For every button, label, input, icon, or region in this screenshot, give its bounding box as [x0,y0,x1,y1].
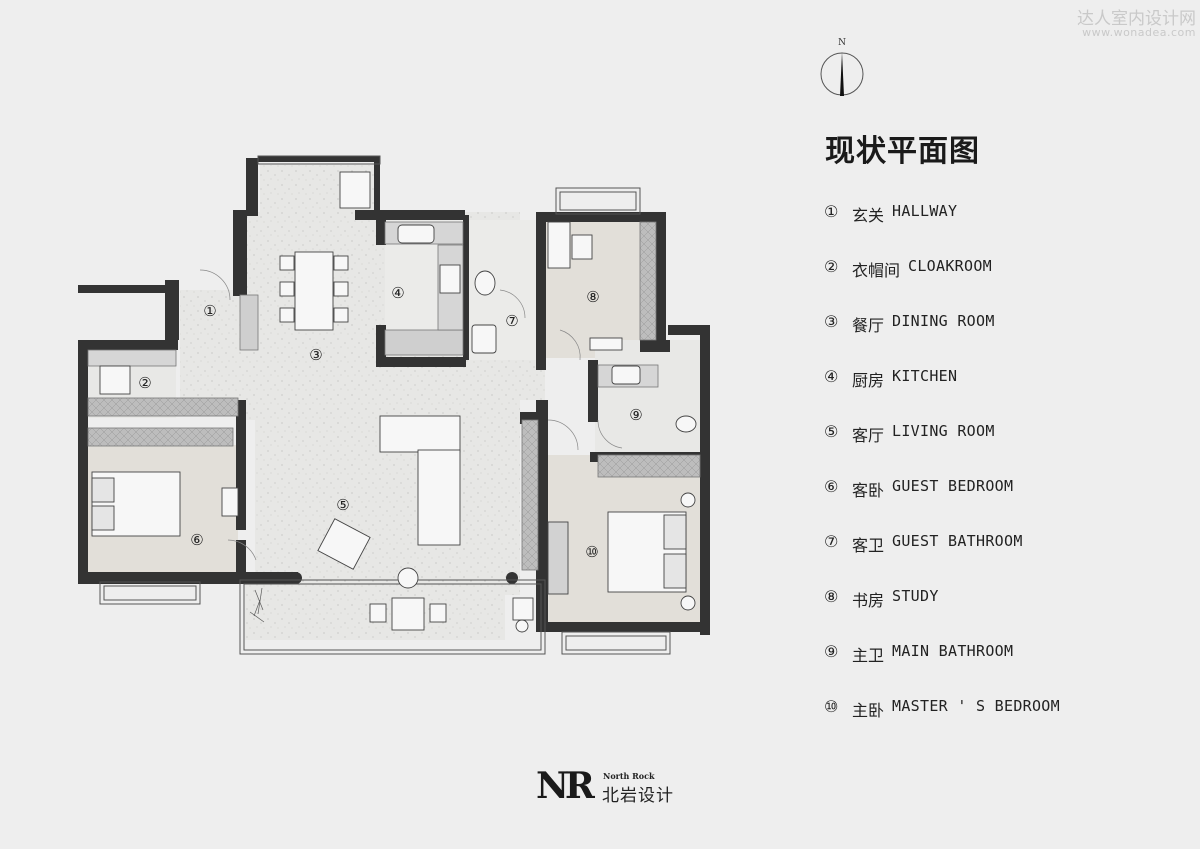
marker-9: ⑨ [629,406,642,424]
legend-number: ⑦ [824,532,839,551]
armchair [317,518,371,570]
north-compass [820,52,864,96]
legend-en: DINING ROOM [892,312,995,330]
legend-item: ⑩ 主卧 MASTER ' S BEDROOM [824,697,1060,752]
cabinets [87,221,701,571]
brand-logo: NR [536,765,595,807]
legend-cn: 厨房 [852,371,885,390]
legend-en: STUDY [892,587,939,605]
legend-en: KITCHEN [892,367,958,385]
marker-5: ⑤ [336,496,349,514]
windows [99,155,671,655]
legend-cn: 客厅 [852,426,885,445]
legend-number: ④ [824,367,839,386]
legend-cn: 客卫 [852,536,885,555]
legend-cn: 书房 [852,591,885,610]
legend-cn: 餐厅 [852,316,885,335]
legend-number: ⑨ [824,642,839,661]
dining-table [294,251,334,331]
guest-toilet [474,270,496,296]
marker-7: ⑦ [505,312,518,330]
legend-item: ⑧ 书房 STUDY [824,587,1060,642]
legend-number: ⑥ [824,477,839,496]
legend-en: HALLWAY [892,202,958,220]
legend-cn: 衣帽间 [852,261,901,280]
legend-cn: 主卫 [852,646,885,665]
page-title: 现状平面图 [825,134,980,169]
legend-item: ② 衣帽间 CLOAKROOM [824,257,1060,312]
legend-item: ③ 餐厅 DINING ROOM [824,312,1060,367]
legend-item: ⑨ 主卫 MAIN BATHROOM [824,642,1060,697]
legend-en: GUEST BEDROOM [892,477,1014,495]
main-toilet [675,415,697,433]
legend-number: ① [824,202,839,221]
legend-number: ⑤ [824,422,839,441]
legend-item: ⑦ 客卫 GUEST BATHROOM [824,532,1060,587]
watermark-title: 达人室内设计网 [1077,9,1196,29]
legend-en: CLOAKROOM [908,257,992,275]
coffee-table [397,567,419,589]
legend-item: ① 玄关 HALLWAY [824,202,1060,257]
marker-2: ② [138,374,151,392]
legend-number: ⑩ [824,697,839,716]
study-desk [547,221,571,269]
marker-4: ④ [391,284,404,302]
marker-3: ③ [309,346,322,364]
door-swings [199,269,623,561]
balcony-plants [249,587,265,623]
marker-8: ⑧ [586,288,599,306]
legend-number: ③ [824,312,839,331]
legend-item: ④ 厨房 KITCHEN [824,367,1060,422]
marker-1: ① [203,302,216,320]
legend-item: ⑤ 客厅 LIVING ROOM [824,422,1060,477]
main-bathroom-floor [595,340,700,452]
legend-en: LIVING ROOM [892,422,995,440]
room-markers: ① ② ③ ④ ⑤ ⑥ ⑦ ⑧ ⑨ ⑩ [138,284,642,561]
side-table [391,597,425,631]
legend-item: ⑥ 客卧 GUEST BEDROOM [824,477,1060,532]
legend-number: ⑧ [824,587,839,606]
legend-cn: 玄关 [852,206,885,225]
sofa [379,415,461,453]
legend-number: ② [824,257,839,276]
brand-name-en: North Rock [603,771,655,781]
marker-6: ⑥ [190,531,203,549]
compass-north-label: N [838,38,846,48]
legend-en: MASTER ' S BEDROOM [892,697,1060,715]
legend-en: MAIN BATHROOM [892,642,1014,660]
brand-name-cn: 北岩设计 [602,786,674,806]
furniture [91,171,697,633]
legend-en: GUEST BATHROOM [892,532,1023,550]
marker-10: ⑩ [585,543,598,561]
legend-cn: 主卧 [852,701,885,720]
legend-cn: 客卧 [852,481,885,500]
watermark-url: www.wonadea.com [1082,26,1196,39]
